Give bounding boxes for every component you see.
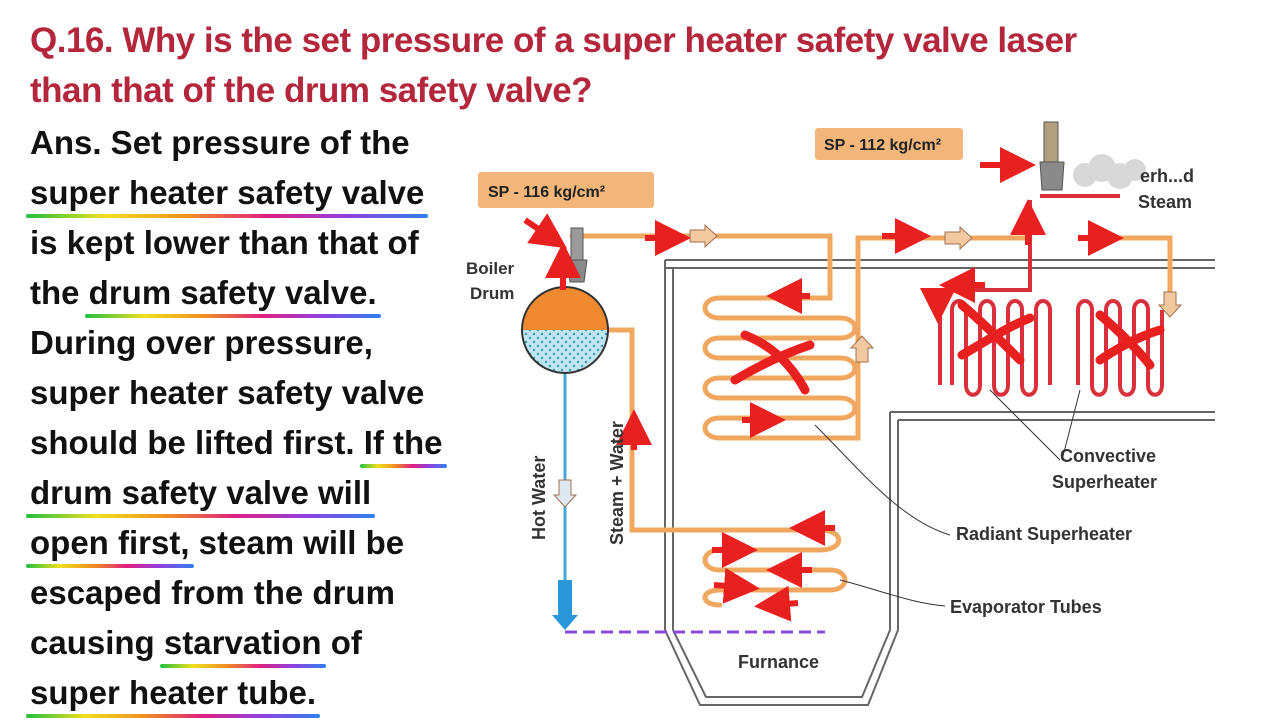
- answer-line-4b: drum safety valve.: [88, 274, 377, 311]
- question-text: Q.16. Why is the set pressure of a super…: [30, 16, 1250, 116]
- sp-superheater-text: SP - 112 kg/cm²: [824, 137, 941, 154]
- answer-line-2: super heater safety valve: [30, 174, 425, 211]
- answer-line-1: Ans. Set pressure of the: [30, 124, 410, 161]
- flow-arrows-outline: [552, 223, 1183, 508]
- answer-line-3: is kept lower than that of: [30, 224, 419, 261]
- sp-drum-text: SP - 116 kg/cm²: [488, 184, 605, 201]
- convective-label-line1: Convective: [1060, 446, 1156, 466]
- answer-line-11c: of: [321, 624, 362, 661]
- convective-superheater: [938, 194, 1164, 397]
- flow-arrows-red: [523, 147, 1124, 622]
- answer-text: Ans. Set pressure of the super heater sa…: [30, 118, 500, 718]
- answer-line-7a: should be lifted first.: [30, 424, 364, 461]
- sp-drum-label: SP - 116 kg/cm²: [478, 172, 654, 208]
- answer-line-10: escaped from the drum: [30, 574, 395, 611]
- question-line-2: than that of the drum safety valve?: [30, 71, 593, 110]
- steam-cloud-icon: [1073, 154, 1146, 189]
- answer-line-11a: causing: [30, 624, 164, 661]
- answer-line-9a: open first,: [30, 524, 190, 561]
- answer-line-6: super heater safety valve: [30, 374, 425, 411]
- answer-line-12: super heater tube.: [30, 674, 317, 711]
- answer-line-7b: If the: [363, 424, 443, 461]
- convective-label-line2: Superheater: [1052, 472, 1157, 492]
- answer-line-9b: steam will be: [189, 524, 405, 561]
- furnace-label: Furnance: [738, 652, 819, 672]
- red-x-marks: [730, 300, 1165, 395]
- boiler-walls: [664, 259, 1215, 706]
- answer-line-11b: starvation: [163, 624, 322, 661]
- answer-line-5: During over pressure,: [30, 324, 373, 361]
- sp-superheater-label: SP - 112 kg/cm²: [815, 128, 963, 160]
- boiler-label-line2: Drum: [470, 284, 514, 303]
- leader-lines: [814, 389, 1081, 607]
- boiler-diagram: SP - 116 kg/cm² SP - 112 kg/cm²: [466, 121, 1215, 706]
- superheated-label-partial: erh...d: [1140, 166, 1194, 186]
- question-line-1: Q.16. Why is the set pressure of a super…: [30, 21, 1077, 60]
- radiant-superheater-label: Radiant Superheater: [956, 524, 1132, 544]
- answer-line-8: drum safety valve will: [30, 474, 372, 511]
- boiler-label-line1: Boiler: [466, 259, 515, 278]
- answer-line-4a: the: [30, 274, 89, 311]
- boiler-drum: [521, 286, 609, 374]
- hot-water-label: Hot Water: [529, 456, 549, 540]
- evaporator-tubes-label: Evaporator Tubes: [950, 597, 1102, 617]
- superheater-safety-valve-icon: [1039, 121, 1065, 191]
- steam-water-label: Steam + Water: [607, 421, 627, 545]
- steam-label: Steam: [1138, 192, 1192, 212]
